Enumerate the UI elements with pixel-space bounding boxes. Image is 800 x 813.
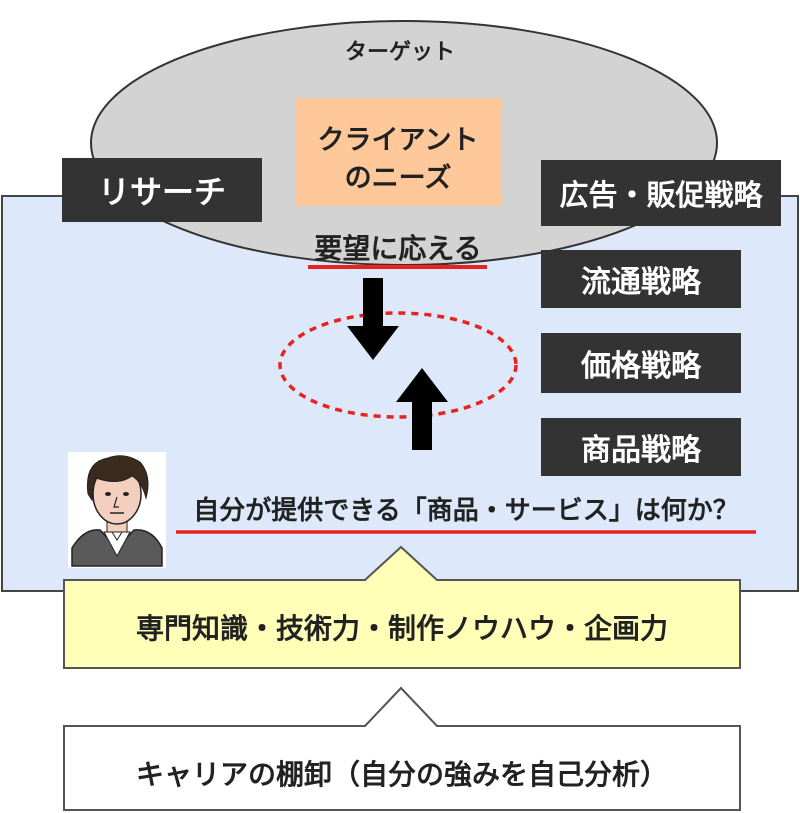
up-arrow [396,368,448,450]
down-arrow [347,278,399,360]
skills-text: 専門知識・技術力・制作ノウハウ・企画力 [135,612,668,645]
strategy-product: 商品戦略 [541,418,741,476]
skills-callout [63,545,741,669]
client-needs-line1: クライアント [317,125,479,156]
client-needs-line2: のニーズ [344,163,452,194]
client-needs-box [295,98,501,206]
strategy-pricing: 価格戦略 [541,333,741,393]
research-label: リサーチ [62,158,262,222]
respond-label: 要望に応える [314,232,482,265]
strategy-distribution: 流通戦略 [541,250,741,308]
dashed-focus-ellipse [278,311,518,419]
target-label: ターゲット [344,40,455,65]
person-avatar [68,452,166,568]
strategy-advertising: 広告・販促戦略 [541,160,781,226]
career-callout [63,686,741,811]
career-text: キャリアの棚卸（自分の強みを自己分析） [135,758,668,791]
question-text: 自分が提供できる「商品・サービス」は何か？ [193,496,739,526]
